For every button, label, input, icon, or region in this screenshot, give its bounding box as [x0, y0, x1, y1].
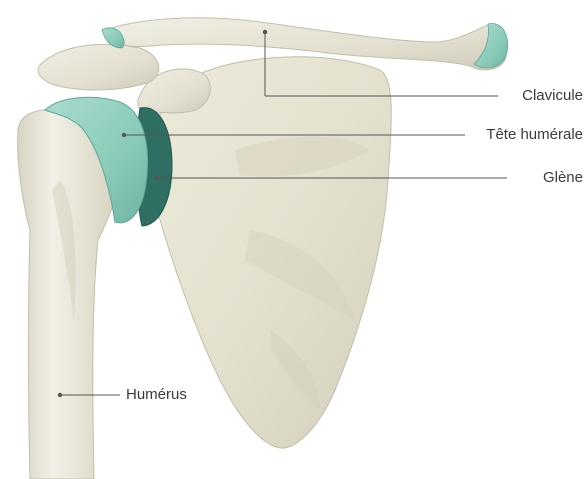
label-humerus: Humérus — [126, 386, 187, 404]
tete-humerale-dot — [122, 133, 126, 137]
humerus-dot — [58, 393, 62, 397]
clavicule-dot — [263, 30, 267, 34]
label-clavicule: Clavicule — [522, 87, 583, 105]
label-tete-humerale: Tête humérale — [486, 126, 583, 144]
acromion-shape — [38, 44, 159, 90]
glene-dot — [155, 176, 159, 180]
label-glene: Glène — [543, 169, 583, 187]
